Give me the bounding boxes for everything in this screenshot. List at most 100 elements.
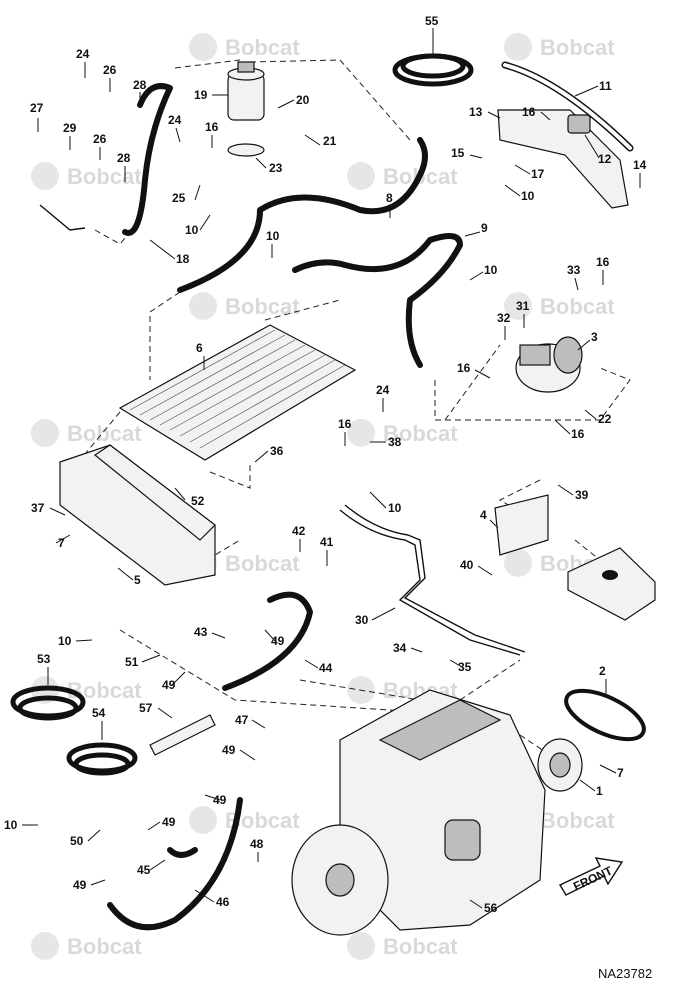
hose-9 [292, 233, 463, 368]
hose-45 [167, 847, 198, 858]
callout-label: 48 [250, 837, 264, 851]
hose-coil-54 [66, 742, 138, 776]
mount-block [567, 547, 656, 621]
callout-label: 53 [37, 652, 51, 666]
callout-label: 30 [355, 613, 369, 627]
callout-label: 9 [481, 221, 488, 235]
callout-label: 49 [162, 815, 176, 829]
callout-label: 22 [598, 412, 612, 426]
callout-label: 4 [480, 508, 487, 522]
bracket-13 [497, 61, 634, 209]
callout-label: 15 [451, 146, 465, 160]
leader-lines [22, 28, 641, 909]
callout-label: 56 [484, 901, 498, 915]
condenser-6 [118, 324, 357, 461]
callout-label: 43 [194, 625, 208, 639]
callout-label: 50 [70, 834, 84, 848]
callout-label: 54 [92, 706, 106, 720]
callout-label: 5 [134, 573, 141, 587]
callout-label: 42 [292, 524, 306, 538]
svg-text:Bobcat: Bobcat [67, 934, 142, 959]
callout-label: 40 [460, 558, 474, 572]
svg-text:Bobcat: Bobcat [67, 678, 142, 703]
callout-label: 26 [103, 63, 117, 77]
svg-text:FRONT: FRONT [571, 863, 615, 893]
callout-label: 37 [31, 501, 45, 515]
callout-label: 49 [73, 878, 87, 892]
callout-label: 21 [323, 134, 337, 148]
callout-label: 16 [457, 361, 471, 375]
callout-label: 16 [522, 105, 536, 119]
callout-label: 6 [196, 341, 203, 355]
callout-label: 46 [216, 895, 230, 909]
clip-12 [567, 114, 591, 134]
callout-label: 8 [386, 191, 393, 205]
callout-label: 16 [205, 120, 219, 134]
callout-label: 31 [516, 299, 530, 313]
callout-label: 3 [591, 330, 598, 344]
callout-label: 38 [388, 435, 402, 449]
callout-label: 13 [469, 105, 483, 119]
shroud-5 [59, 444, 216, 586]
watermark: Bobcat [347, 932, 458, 960]
callout-label: 7 [617, 766, 624, 780]
hose-8 [177, 137, 428, 293]
callout-label: 11 [599, 79, 612, 93]
callout-label: 10 [58, 634, 72, 648]
tube-30 [339, 509, 521, 656]
watermark: Bobcat [504, 33, 615, 61]
callout-label: 32 [497, 311, 511, 325]
callout-label: 14 [633, 158, 647, 172]
hose-coil-53 [10, 685, 86, 721]
callout-label: 33 [567, 263, 581, 277]
front-direction-arrow: FRONT [559, 857, 624, 896]
callout-label: 16 [596, 255, 610, 269]
callout-label: 34 [393, 641, 407, 655]
pipe-fitting [39, 204, 86, 231]
engine-56 [291, 689, 546, 936]
callout-label: 25 [172, 191, 186, 205]
svg-text:Bobcat: Bobcat [225, 551, 300, 576]
callout-label: 27 [30, 101, 44, 115]
tee-57 [149, 714, 216, 756]
callout-label: 35 [458, 660, 472, 674]
hose-46 [107, 797, 243, 931]
callout-label: 28 [133, 78, 147, 92]
watermark: Bobcat [189, 806, 300, 834]
callout-label: 20 [296, 93, 310, 107]
callout-label: 44 [319, 661, 333, 675]
callout-label: 36 [270, 444, 284, 458]
callout-label: 24 [376, 383, 390, 397]
callout-label: 49 [271, 634, 285, 648]
callout-label: 49 [222, 743, 236, 757]
callout-label: 19 [194, 88, 208, 102]
hose-18 [122, 83, 173, 236]
callout-label: 12 [598, 152, 612, 166]
callout-label: 24 [76, 47, 90, 61]
svg-text:Bobcat: Bobcat [383, 421, 458, 446]
callout-label: 39 [575, 488, 589, 502]
watermark: Bobcat [189, 33, 300, 61]
svg-text:Bobcat: Bobcat [225, 294, 300, 319]
callout-label: 51 [125, 655, 139, 669]
watermark: Bobcat [347, 162, 458, 190]
callout-label: 24 [168, 113, 182, 127]
dashed-reference-lines [79, 59, 631, 756]
callout-label: 28 [117, 151, 131, 165]
callout-label: 23 [269, 161, 283, 175]
svg-text:Bobcat: Bobcat [540, 808, 615, 833]
callout-label: 16 [338, 417, 352, 431]
hose-coil-55 [392, 53, 474, 87]
watermark: Bobcat [31, 419, 142, 447]
callout-label: 18 [176, 252, 190, 266]
hose-44 [222, 591, 313, 691]
callout-label: 10 [266, 229, 280, 243]
watermark: Bobcat [189, 292, 300, 320]
belt-2 [564, 688, 646, 742]
svg-text:Bobcat: Bobcat [67, 164, 142, 189]
callout-label: 10 [484, 263, 498, 277]
callout-label: 17 [531, 167, 545, 181]
callout-label: 52 [191, 494, 205, 508]
